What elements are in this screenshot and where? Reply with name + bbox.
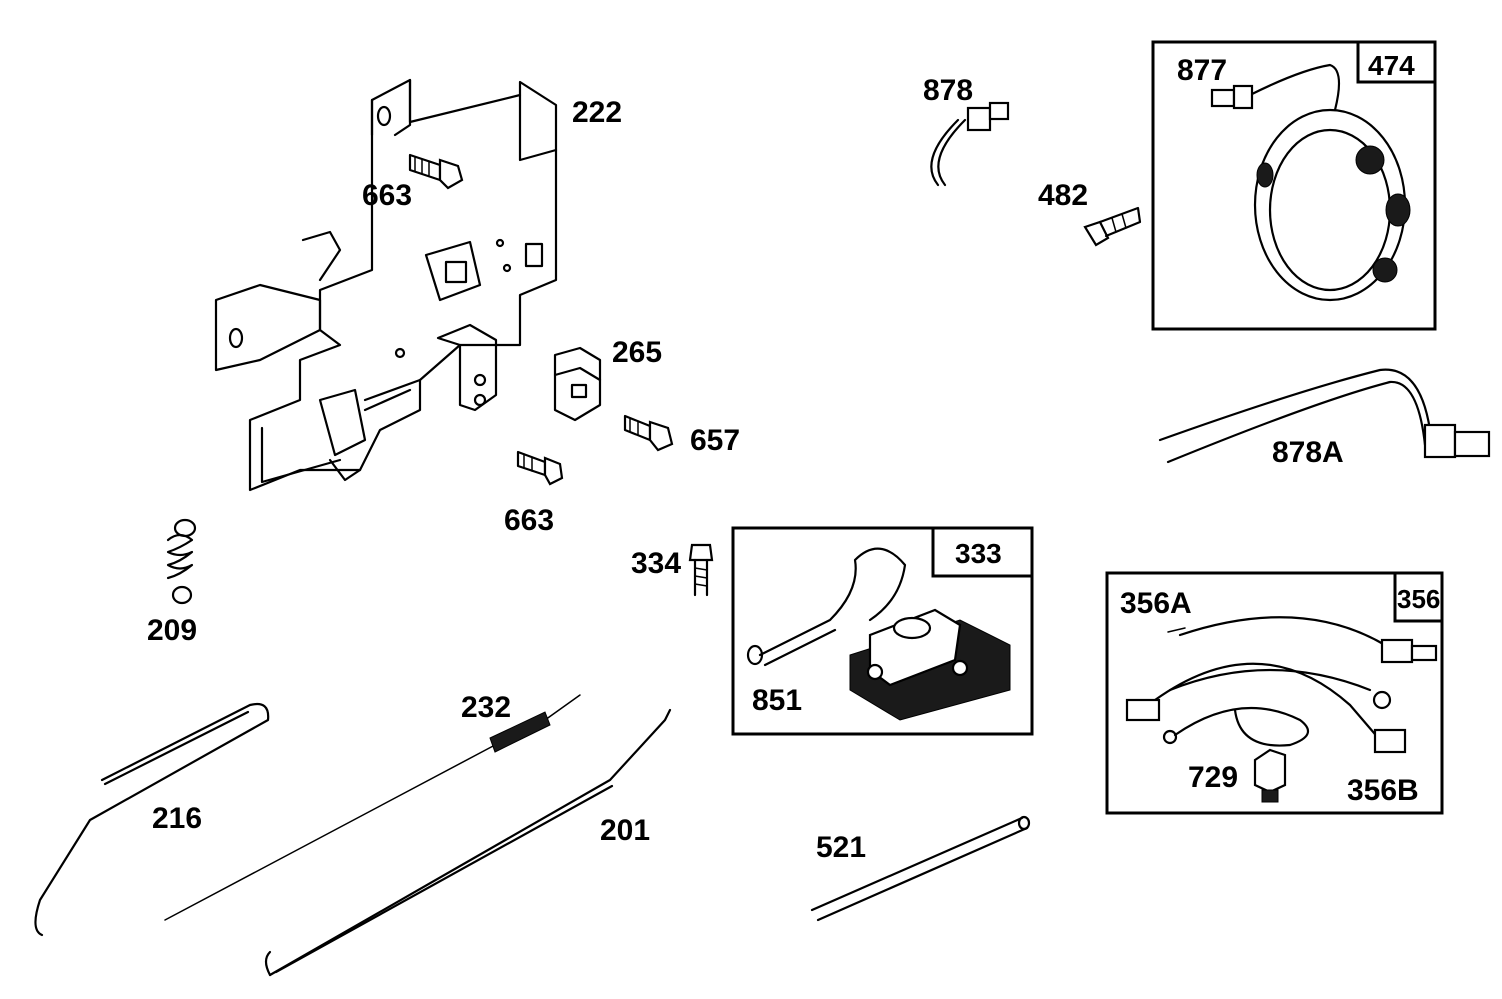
stator-877 xyxy=(1210,63,1411,302)
kit-box-356 xyxy=(1105,571,1444,815)
clip-729 xyxy=(1253,748,1287,803)
label-657: 657 xyxy=(690,424,740,457)
label-878A: 878A xyxy=(1272,436,1344,469)
screw-482 xyxy=(1083,206,1142,247)
label-265: 265 xyxy=(612,336,662,369)
governor-link-216 xyxy=(34,702,270,937)
label-356A: 356A xyxy=(1120,587,1192,620)
wire-356A xyxy=(1167,616,1438,664)
wire-loop xyxy=(1162,706,1310,747)
label-232: 232 xyxy=(461,691,511,724)
label-521: 521 xyxy=(816,831,866,864)
wire-356B xyxy=(1125,662,1407,754)
label-334: 334 xyxy=(631,547,681,580)
wire-878 xyxy=(930,101,1010,187)
label-877: 877 xyxy=(1177,54,1227,87)
link-201 xyxy=(264,708,672,977)
box-label-333: 333 xyxy=(955,538,1002,569)
label-201: 201 xyxy=(600,814,650,847)
kit-box-474 xyxy=(1151,40,1437,331)
screw-334 xyxy=(688,543,714,597)
label-209: 209 xyxy=(147,614,197,647)
spring-link-232 xyxy=(164,694,581,921)
armature-851 xyxy=(746,547,1011,721)
label-482: 482 xyxy=(1038,179,1088,212)
wire-ring-terminal xyxy=(1168,668,1392,710)
label-222: 222 xyxy=(572,96,622,129)
tube-521 xyxy=(810,815,1031,922)
label-729: 729 xyxy=(1188,761,1238,794)
label-663-upper: 663 xyxy=(362,179,412,212)
harness-878A xyxy=(1158,368,1491,464)
clip-265 xyxy=(553,346,602,422)
label-216: 216 xyxy=(152,802,202,835)
kit-box-333 xyxy=(731,526,1034,736)
label-851: 851 xyxy=(752,684,802,717)
screw-663-upper xyxy=(408,153,464,190)
control-bracket-222 xyxy=(214,78,558,492)
screw-663-lower xyxy=(516,450,564,486)
label-356B: 356B xyxy=(1347,774,1419,807)
callout-labels: 222 663 265 657 663 209 232 216 201 334 … xyxy=(147,50,1440,864)
label-878: 878 xyxy=(923,74,973,107)
box-label-356: 356 xyxy=(1397,584,1440,614)
label-663-lower: 663 xyxy=(504,504,554,537)
box-label-474: 474 xyxy=(1368,50,1415,81)
spring-209 xyxy=(166,518,197,605)
screw-657 xyxy=(623,414,674,452)
